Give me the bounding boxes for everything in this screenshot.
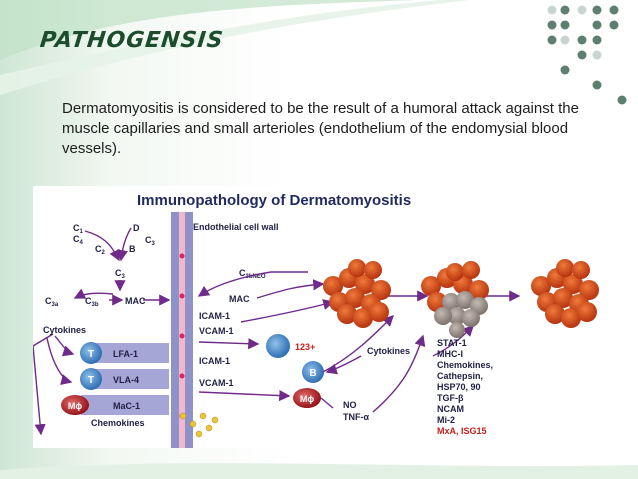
icam1-bottom-label: ICAM-1 <box>199 356 230 366</box>
marker-item: HSP70, 90 <box>437 382 481 392</box>
chemokines-label: Chemokines <box>91 418 145 428</box>
muscle-cluster-left <box>323 259 391 328</box>
cytokines-right-label: Cytokines <box>367 346 410 356</box>
c3a-label: C3a <box>45 296 59 308</box>
no-label: NO <box>343 400 357 410</box>
marker-item: STAT-1 <box>437 338 467 348</box>
marker-list: STAT-1 MHC-I Chemokines, Cathepsin, HSP7… <box>437 338 493 436</box>
macrophage-icon <box>61 395 89 415</box>
vcam1-top-label: VCAM-1 <box>199 326 234 336</box>
vla4-label: VLA-4 <box>113 375 139 385</box>
c3b-label: C3b <box>85 296 99 308</box>
marker-item-red: MxA, ISG15 <box>437 426 487 436</box>
c2-label: C2 <box>95 244 106 256</box>
d-label: D <box>133 223 140 233</box>
muscle-cluster-middle <box>421 261 489 338</box>
t-cell-icon <box>80 342 102 364</box>
slide-title: PATHOGENSIS <box>38 28 225 53</box>
tnf-alpha-label: TNF-α <box>343 412 369 422</box>
vcam1-bottom-label: VCAM-1 <box>199 378 234 388</box>
complement-arrows <box>33 227 171 436</box>
c3-label: C3 <box>115 268 126 280</box>
lfa1-bar <box>91 343 169 363</box>
marker-item: MHC-I <box>437 349 463 359</box>
t-cell-label: T <box>88 375 94 386</box>
mac1-bar <box>81 395 169 415</box>
cell-123-icon <box>266 334 290 358</box>
icam1-top-label: ICAM-1 <box>199 311 230 321</box>
chemokine-dots <box>179 412 219 438</box>
macrophage-label: Mϕ <box>300 394 314 404</box>
c3-right-label: C3 <box>145 235 156 247</box>
marker-item: NCAM <box>437 404 464 414</box>
c3bneo-label: C3bNEO <box>239 268 266 280</box>
figure-title: Immunopathology of Dermatomyositis <box>137 192 411 209</box>
mac1-label: MaC-1 <box>113 401 140 411</box>
mac-left-label: MAC <box>125 296 146 306</box>
c1-label: C1 <box>73 223 84 235</box>
macrophage-label: Mϕ <box>68 401 82 411</box>
immunopathology-diagram: Immunopathology of Dermatomyositis Endot… <box>33 192 599 448</box>
t-cell-icon <box>80 368 102 390</box>
t-cell-label: T <box>88 349 94 360</box>
marker-item: Mi-2 <box>437 415 455 425</box>
marker-item: Cathepsin, <box>437 371 483 381</box>
cell-123-label: 123+ <box>295 342 315 352</box>
b-factor-label: B <box>129 244 136 254</box>
b-cell-label: B <box>309 368 316 379</box>
endothelial-wall-core <box>179 212 185 448</box>
muscle-cluster-right <box>531 259 599 328</box>
lfa1-label: LFA-1 <box>113 349 138 359</box>
immunopathology-figure: Immunopathology of Dermatomyositis Endot… <box>33 186 615 448</box>
wall-label: Endothelial cell wall <box>193 222 279 232</box>
cytokines-left-label: Cytokines <box>43 325 86 335</box>
macrophage-icon <box>293 388 321 408</box>
c4-label: C4 <box>73 234 84 246</box>
marker-item: TGF-β <box>437 393 464 403</box>
decorative-dots <box>547 5 627 105</box>
mac-right-label: MAC <box>229 294 250 304</box>
marker-item: Chemokines, <box>437 360 493 370</box>
b-cell-icon <box>302 361 324 383</box>
vla4-bar <box>91 369 169 389</box>
slide-body-text: Dermatomyositis is considered to be the … <box>62 100 579 157</box>
right-arrows <box>197 271 521 413</box>
